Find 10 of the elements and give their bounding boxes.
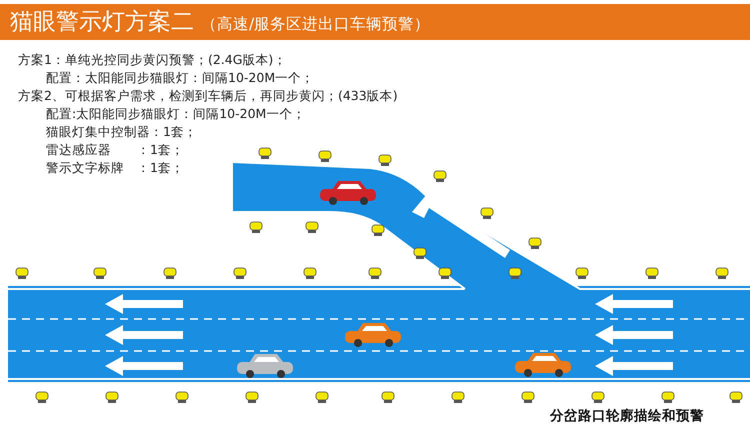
config-line: 警示文字标牌 ：1套； bbox=[46, 160, 184, 176]
config-line: 猫眼灯集中控制器：1套； bbox=[46, 124, 197, 140]
title: 猫眼警示灯方案二 bbox=[10, 9, 194, 35]
plan-line: 方案1：单纯光控同步黄闪预警；(2.4G版本)； bbox=[18, 52, 286, 68]
subtitle: （高速/服务区进出口车辆预警） bbox=[201, 14, 430, 34]
config-line: 配置:太阳能同步猫眼灯：间隔10-20M一个； bbox=[46, 106, 306, 122]
caption: 分岔路口轮廓描绘和预警 bbox=[550, 408, 704, 424]
config-line: 雷达感应器 ：1套； bbox=[46, 142, 184, 158]
config-line: 配置：太阳能同步猫眼灯：间隔10-20M一个； bbox=[46, 70, 314, 86]
plan-line: 方案2、可根据客户需求，检测到车辆后，再同步黄闪；(433版本) bbox=[18, 88, 398, 104]
